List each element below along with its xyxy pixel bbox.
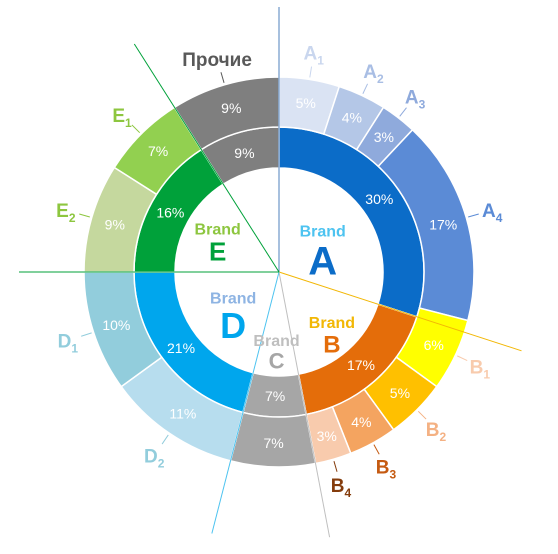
- brand-word-a: Brand: [300, 223, 346, 240]
- leader-line-b4: [333, 461, 338, 472]
- brand-word-c: Brand: [253, 333, 299, 350]
- segment-name-a2: A2: [363, 62, 384, 86]
- segment-name-a1: A1: [304, 44, 325, 68]
- leader-line-a3: [399, 107, 407, 117]
- segment-name-a3: A3: [405, 88, 426, 112]
- inner-value-label-e: 16%: [156, 204, 184, 220]
- leader-line-a2: [362, 83, 369, 94]
- leader-line-a4: [468, 213, 479, 218]
- outer-value-label-a3: 3%: [374, 129, 394, 145]
- outer-value-label-a1: 5%: [296, 95, 316, 111]
- outer-value-label-a2: 4%: [342, 109, 362, 125]
- divider-line-b: [278, 271, 522, 352]
- brand-letter-b: B: [323, 331, 340, 358]
- segment-name-b2: B2: [426, 420, 447, 444]
- brand-word-d: Brand: [210, 291, 256, 308]
- outer-value-label-b1: 6%: [424, 337, 444, 353]
- segment-name-b3: B3: [376, 458, 397, 482]
- outer-value-label-a4: 17%: [429, 216, 457, 232]
- inner-value-label-a: 30%: [365, 191, 393, 207]
- leader-line-a1: [309, 66, 313, 78]
- leader-line-other-outer: [220, 72, 225, 83]
- segment-name-e1: E1: [112, 106, 132, 130]
- outer-value-label-e2: 9%: [105, 216, 125, 232]
- divider-line-d: [211, 271, 280, 534]
- outer-value-label-e1: 7%: [148, 143, 168, 159]
- segment-name-b4: B4: [331, 476, 352, 500]
- segment-name-d2: D2: [144, 447, 165, 471]
- leader-line-b1: [457, 355, 468, 362]
- leader-line-e1: [131, 124, 141, 134]
- segment-name-a4: A4: [482, 201, 503, 225]
- brand-letter-e: E: [209, 236, 226, 266]
- outer-value-label-other-outer: 9%: [221, 100, 241, 116]
- segment-name-other-outer: Прочие: [182, 50, 252, 71]
- outer-value-label-b2: 5%: [390, 385, 410, 401]
- brand-letter-a: A: [308, 239, 337, 283]
- outer-value-label-b3: 4%: [351, 414, 371, 430]
- leader-line-e2: [79, 213, 90, 218]
- brand-letter-d: D: [220, 305, 246, 346]
- divider-line-c: [278, 271, 331, 538]
- segment-name-e2: E2: [56, 201, 76, 225]
- brand-word-e: Brand: [195, 221, 241, 238]
- outer-value-label-c-outer: 7%: [264, 435, 284, 451]
- brand-letter-c: C: [269, 349, 285, 374]
- leader-line-b2: [417, 410, 427, 420]
- leader-line-d2: [161, 434, 169, 445]
- outer-value-label-d2: 11%: [169, 405, 196, 421]
- outer-value-label-b4: 3%: [317, 428, 337, 444]
- outer-value-label-d1: 10%: [102, 317, 130, 333]
- inner-value-label-c: 7%: [265, 388, 285, 404]
- leader-line-d1: [81, 332, 92, 337]
- segment-name-d1: D1: [58, 332, 79, 356]
- leader-line-b3: [373, 444, 380, 455]
- segment-name-b1: B1: [470, 358, 491, 382]
- divider-line-other: [133, 43, 280, 273]
- inner-value-label-b: 17%: [347, 357, 375, 373]
- inner-value-label-other: 9%: [234, 145, 254, 161]
- brand-word-b: Brand: [309, 315, 355, 332]
- inner-value-label-d: 21%: [167, 340, 195, 356]
